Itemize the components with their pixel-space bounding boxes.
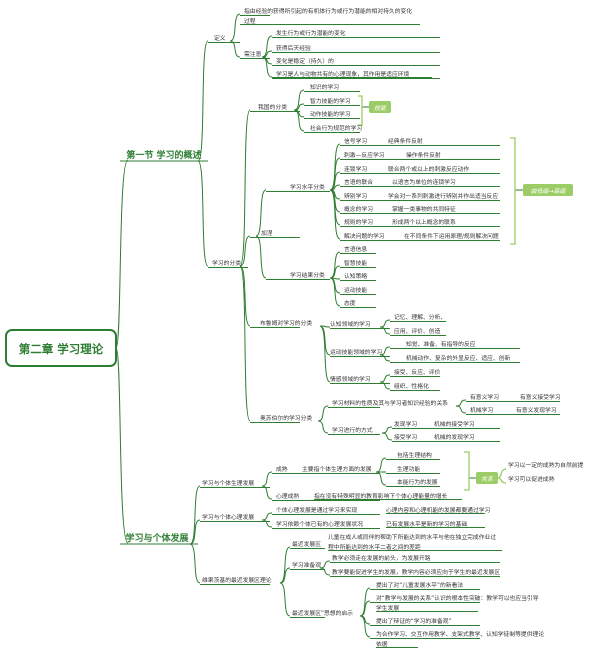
relation-tag: 关系: [481, 475, 494, 483]
result-item[interactable]: 认知策略: [344, 272, 367, 280]
psych-row-left[interactable]: 个体心理发展是通过学习来实现: [276, 506, 357, 514]
bloom-cognitive-line1: 记忆、理解、分析、: [394, 313, 446, 321]
ausubel-relation-item[interactable]: 有意义学习: [470, 393, 499, 401]
root-node-box: [5, 329, 117, 367]
china-item[interactable]: 社会行为规范的学习: [310, 124, 362, 132]
bloom-cognitive-label[interactable]: 认知领域的学习: [330, 320, 371, 328]
bloom-motor-line2: 机械动作、复杂的外显反应、适应、创新: [406, 354, 511, 362]
result-item[interactable]: 言语信息: [344, 245, 367, 253]
inspiration-item[interactable]: 为合作学习、交互作用教学、支架式教学、认知学徒制等提供理论: [376, 630, 544, 638]
vygotsky-label[interactable]: 维果茨基的最近发展区理论: [202, 576, 272, 584]
level-item[interactable]: 言语的联合: [344, 178, 373, 186]
low-to-high-tag-box: [523, 184, 573, 196]
inspiration-item[interactable]: 提出了辩证的“学习的准备观”: [376, 617, 452, 625]
mental-maturation-desc: 指在没有特殊明显的教育影响下个体心理能量的增长: [314, 492, 448, 500]
note-item[interactable]: 获得后天经验: [276, 44, 311, 52]
gagne-label[interactable]: 加涅: [261, 229, 273, 237]
bloom-cognitive-line2: 应用、评价、创造: [394, 327, 441, 335]
section-learning-overview[interactable]: 第一节 学习的概述: [126, 149, 201, 161]
teaching-item[interactable]: 教学要能促进学生的发展，教学内容必须应向于学生的最近发展区: [332, 568, 500, 576]
note-label[interactable]: 需注意: [244, 50, 262, 58]
root-node[interactable]: 第二章 学习理论: [19, 342, 104, 356]
zpd-label[interactable]: 最近发展区: [292, 540, 321, 548]
ausubel-method-item[interactable]: 发现学习: [394, 420, 417, 428]
teaching-item[interactable]: 教学必须走在发展的前头，为发展开路: [332, 554, 431, 562]
mental-maturation-label[interactable]: 心理成熟: [276, 492, 299, 500]
inspiration-item-cont: 学生发展: [376, 604, 399, 612]
result-item[interactable]: 智慧技能: [344, 259, 367, 267]
ausubel-method-desc: 机械的发现学习: [434, 433, 475, 441]
level-item-desc: 形成两个以上概念的联系: [392, 218, 456, 226]
maturation-item[interactable]: 本能行为的发展: [397, 478, 438, 486]
china-item[interactable]: 动作技能的学习: [310, 110, 351, 118]
maturation-desc: 主要指个体生理方面的发展: [302, 465, 372, 473]
level-item-desc: 经典条件反射: [388, 137, 423, 145]
definition-text-line2: 过程: [244, 17, 256, 25]
ausubel-relation-label[interactable]: 学习材料的性质及其与学习者知识经验的关系: [332, 399, 448, 407]
ausubel-method-desc: 机械的接受学习: [434, 420, 475, 428]
level-item-desc: 在不同条件下运用原理/规则解决问题: [404, 232, 499, 240]
psychological-development-label[interactable]: 学习与个体心理发展: [202, 513, 254, 521]
maturation-item[interactable]: 生理功能: [397, 465, 420, 473]
level-item-desc: 联合两个或以上的刺激反应动作: [388, 165, 469, 173]
ausubel-relation-item[interactable]: 机械学习: [470, 406, 493, 414]
level-item-desc: 操作条件反射: [406, 151, 441, 159]
inspiration-item-cont: 依据: [376, 640, 388, 648]
teaching-label[interactable]: 学习准备观: [292, 561, 321, 569]
maturation-item[interactable]: 包括生理结构: [397, 451, 432, 459]
bloom-motor-label[interactable]: 运动技能领域的学习: [330, 348, 382, 356]
relation-item[interactable]: 学习以一定的成熟为自然前提: [508, 461, 584, 469]
skill-tag: 技能: [374, 104, 387, 112]
bloom-label[interactable]: 布鲁姆对学习的分类: [260, 319, 312, 327]
ausubel-relation-desc: 有意义发现学习: [516, 406, 557, 414]
ausubel-method-item[interactable]: 接受学习: [394, 433, 417, 441]
bloom-affective-label[interactable]: 情感领域的学习: [330, 375, 371, 383]
note-item[interactable]: 变化是稳定（持久）的: [276, 57, 334, 65]
inspiration-item[interactable]: 提出了对“儿童发展水平”的新看法: [376, 581, 463, 589]
china-classification-label[interactable]: 我国的分类: [258, 103, 287, 111]
bloom-affective-line1: 接受、反应、评价: [394, 368, 441, 376]
level-item-desc: 学会对一系列刺激进行辨别并作出适当反应: [388, 192, 498, 200]
level-item[interactable]: 信号学习: [344, 137, 367, 145]
inspiration-label[interactable]: 最近发展区”思想的启示: [292, 609, 353, 617]
psych-row-right: 已有发展水平是新的学习的基础: [386, 520, 467, 528]
result-item[interactable]: 运动技能: [344, 286, 367, 294]
level-item[interactable]: 刺激—反应学习: [344, 151, 385, 159]
bloom-motor-line1: 知觉、准备、有指导的反应: [406, 340, 476, 348]
result-item[interactable]: 态度: [344, 299, 356, 307]
definition-text-line1: 指由经验的获得所引起的有机体行为或行为潜能的相对持久的变化: [244, 7, 412, 15]
ausubel-method-label[interactable]: 学习进行的方式: [332, 426, 373, 434]
definition-label[interactable]: 定义: [214, 34, 226, 42]
level-item[interactable]: 解决问题的学习: [344, 232, 385, 240]
inspiration-item[interactable]: 对“教学与发展的关系”认识的根本性突破：教学可以也应当引导: [376, 594, 539, 602]
relation-item[interactable]: 学习可以促进成熟: [508, 475, 555, 483]
low-to-high-tag: 由低级→高级: [530, 187, 566, 195]
zpd-line2: 程中所能达到的水平二者之间的差距: [328, 543, 421, 551]
psych-row-right: 心理内容和心理机能的发展都要通过学习: [386, 506, 491, 514]
gagne-level-label[interactable]: 学习水平分类: [290, 183, 325, 191]
section-learning-development[interactable]: 学习与个体发展: [125, 532, 188, 544]
classification-label[interactable]: 学习的分类: [212, 259, 241, 267]
level-item-desc: 掌握一类事物的共同特征: [392, 205, 456, 213]
gagne-result-label[interactable]: 学习结果分类: [290, 271, 325, 279]
level-item-desc: 以语言为单位的连锁学习: [392, 178, 456, 186]
level-item[interactable]: 连锁学习: [344, 165, 367, 173]
level-item[interactable]: 规则的学习: [344, 218, 373, 226]
level-item[interactable]: 概念的学习: [344, 205, 373, 213]
physical-development-label[interactable]: 学习与个体生理发展: [202, 479, 254, 487]
psych-row-left[interactable]: 学习依赖个体已有的心理发展状况: [276, 520, 363, 528]
zpd-line1: 儿童在成人或同伴的帮助下所能达到的水平与他在独立完成作业过: [328, 533, 496, 541]
bloom-affective-line2: 组织、性格化: [394, 382, 429, 390]
relation-tag-box: [476, 472, 498, 484]
china-item[interactable]: 智力技能的学习: [310, 97, 351, 105]
skill-tag-box: [369, 101, 391, 113]
ausubel-relation-desc: 有意义接受学习: [520, 393, 561, 401]
note-item[interactable]: 学习是人与动物共有的心理现象，其作用是适应环境: [276, 70, 410, 78]
note-item[interactable]: 发生行为或行为潜能的变化: [276, 29, 346, 37]
maturation-label[interactable]: 成熟: [276, 465, 288, 473]
ausubel-label[interactable]: 奥苏伯尔的学习分类: [260, 414, 312, 422]
china-item[interactable]: 知识的学习: [310, 83, 339, 91]
level-item[interactable]: 辨别学习: [344, 192, 367, 200]
